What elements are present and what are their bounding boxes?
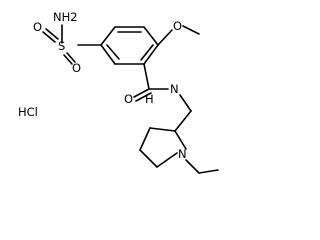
n-ch2-bond [179, 94, 192, 112]
atom-s: S [58, 39, 65, 53]
ring-bond [140, 44, 154, 61]
pyrrolidine-bond [174, 130, 187, 150]
bonds [42, 24, 219, 174]
atom-h: H [145, 92, 154, 106]
ring-bond [106, 44, 120, 60]
ring-bond [143, 26, 159, 46]
atom-o: O [72, 61, 81, 75]
ring-bond [143, 44, 159, 65]
atom-nh2: NH2 [53, 10, 78, 24]
ch2-c-bond [174, 110, 192, 132]
ring-bond [100, 44, 116, 65]
atom-o: O [124, 92, 133, 106]
s-o-double-bond [63, 54, 73, 65]
c-o-double-bond [135, 92, 152, 102]
ethyl-bond [198, 169, 219, 174]
ring-carbonyl-bond [143, 63, 150, 90]
pyrrolidine-bond [139, 127, 151, 151]
atom-n: N [178, 147, 187, 161]
pyrrolidine-bond [156, 152, 178, 168]
ring-bond [100, 26, 116, 46]
salt-label: HCl [18, 105, 38, 119]
c-o-double-bond [133, 88, 150, 98]
s-o-double-bond [45, 28, 59, 40]
atom-labels: NH2 S O O O O N H N [33, 10, 187, 161]
atom-o: O [173, 19, 182, 33]
n-ethyl-bond [185, 159, 200, 174]
ring-o-bond [157, 29, 173, 46]
chemical-structure: NH2 S O O O O N H N HCl [18, 10, 219, 174]
s-o-double-bond [42, 31, 56, 43]
s-o-double-bond [66, 52, 76, 63]
pyrrolidine-bond [149, 127, 176, 132]
atom-n: N [170, 82, 179, 96]
atom-o: O [33, 20, 42, 34]
o-ch3-bond [182, 25, 200, 35]
pyrrolidine-bond [139, 149, 158, 168]
